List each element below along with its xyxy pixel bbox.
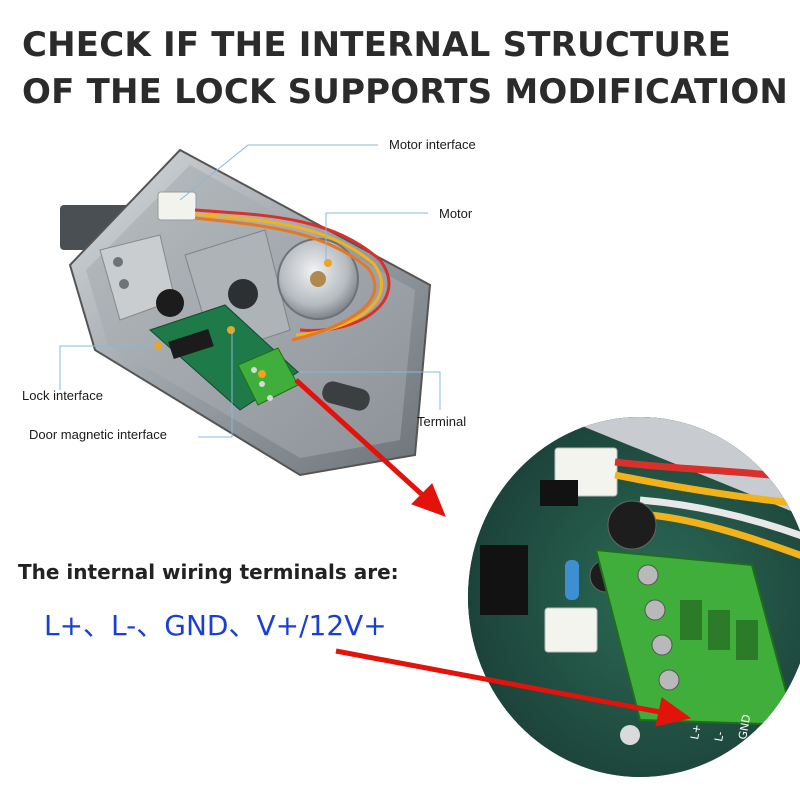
leader-lines — [59, 144, 441, 438]
terminal-label-v-plus: V+ — [760, 722, 776, 741]
arrow-head-to-zoom — [411, 483, 446, 517]
headline-line-2: OF THE LOCK SUPPORTS MODIFICATION — [22, 72, 789, 112]
wiring-title: The internal wiring terminals are: — [18, 560, 399, 584]
headline-line-1: CHECK IF THE INTERNAL STRUCTURE — [22, 25, 731, 65]
arrow-to-zoom — [294, 378, 430, 502]
zoomed-terminal-view: L+ L- GND V+ — [468, 417, 800, 777]
wiring-terminal-list: L+、L-、GND、V+/12V+ — [44, 609, 387, 642]
arrow-to-terminals — [335, 648, 661, 715]
red-arrows — [294, 378, 692, 727]
callout-lock-interface: Lock interface — [22, 388, 103, 403]
motor — [277, 238, 359, 320]
terminal-label-l-plus: L+ — [688, 723, 703, 740]
terminal-label-gnd: GND — [736, 713, 753, 740]
page-headline: CHECK IF THE INTERNAL STRUCTURE OF THE L… — [22, 22, 792, 116]
callout-door-magnetic-interface: Door magnetic interface — [29, 427, 168, 442]
motor-wires — [194, 208, 391, 342]
callout-motor-interface: Motor interface — [389, 137, 476, 152]
callout-terminal: Terminal — [417, 414, 467, 429]
arrow-head-to-terminals — [655, 697, 692, 727]
pcb-board — [149, 289, 299, 411]
gear-hole — [228, 279, 258, 309]
motor-interface-connector — [157, 191, 197, 221]
terminal-label-l-minus: L- — [712, 730, 727, 742]
callout-motor: Motor — [439, 206, 473, 221]
